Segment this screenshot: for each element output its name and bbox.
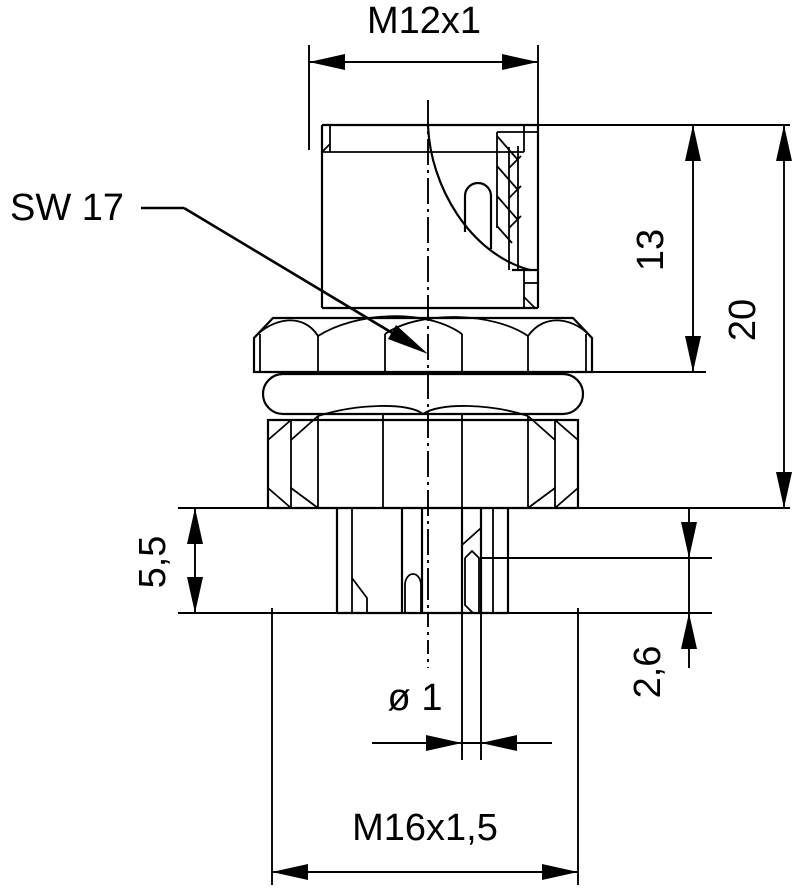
top-thread-dimension: M12x1 xyxy=(308,0,539,150)
wrench-size-callout-label: SW 17 xyxy=(10,187,124,229)
height-13-dimension: 13 xyxy=(538,124,706,373)
bore-diameter-dimension-label: ø 1 xyxy=(388,677,443,719)
part-geometry xyxy=(252,123,594,615)
height-20-dimension-label: 20 xyxy=(722,299,764,341)
bottom-thread-dimension: M16x1,5 xyxy=(271,608,579,885)
hex-nut-sw17 xyxy=(252,315,594,374)
depth-5-5-dimension-label: 5,5 xyxy=(132,536,174,589)
top-threaded-cylinder xyxy=(320,123,540,310)
depth-2-6-dimension-label: 2,6 xyxy=(627,646,669,699)
height-13-dimension-label: 13 xyxy=(630,229,672,271)
bottom-thread-dimension-label: M16x1,5 xyxy=(352,807,498,849)
bottom-threaded-stem xyxy=(335,508,510,615)
lower-hex-body xyxy=(266,405,580,510)
depth-5-5-dimension: 5,5 xyxy=(132,507,337,614)
top-thread-dimension-label: M12x1 xyxy=(367,0,481,42)
wrench-size-callout: SW 17 xyxy=(10,187,428,354)
depth-2-6-dimension: 2,6 xyxy=(481,507,712,699)
height-20-dimension: 20 xyxy=(578,124,792,509)
sealing-ring xyxy=(261,372,585,416)
bore-diameter-dimension: ø 1 xyxy=(372,613,552,760)
